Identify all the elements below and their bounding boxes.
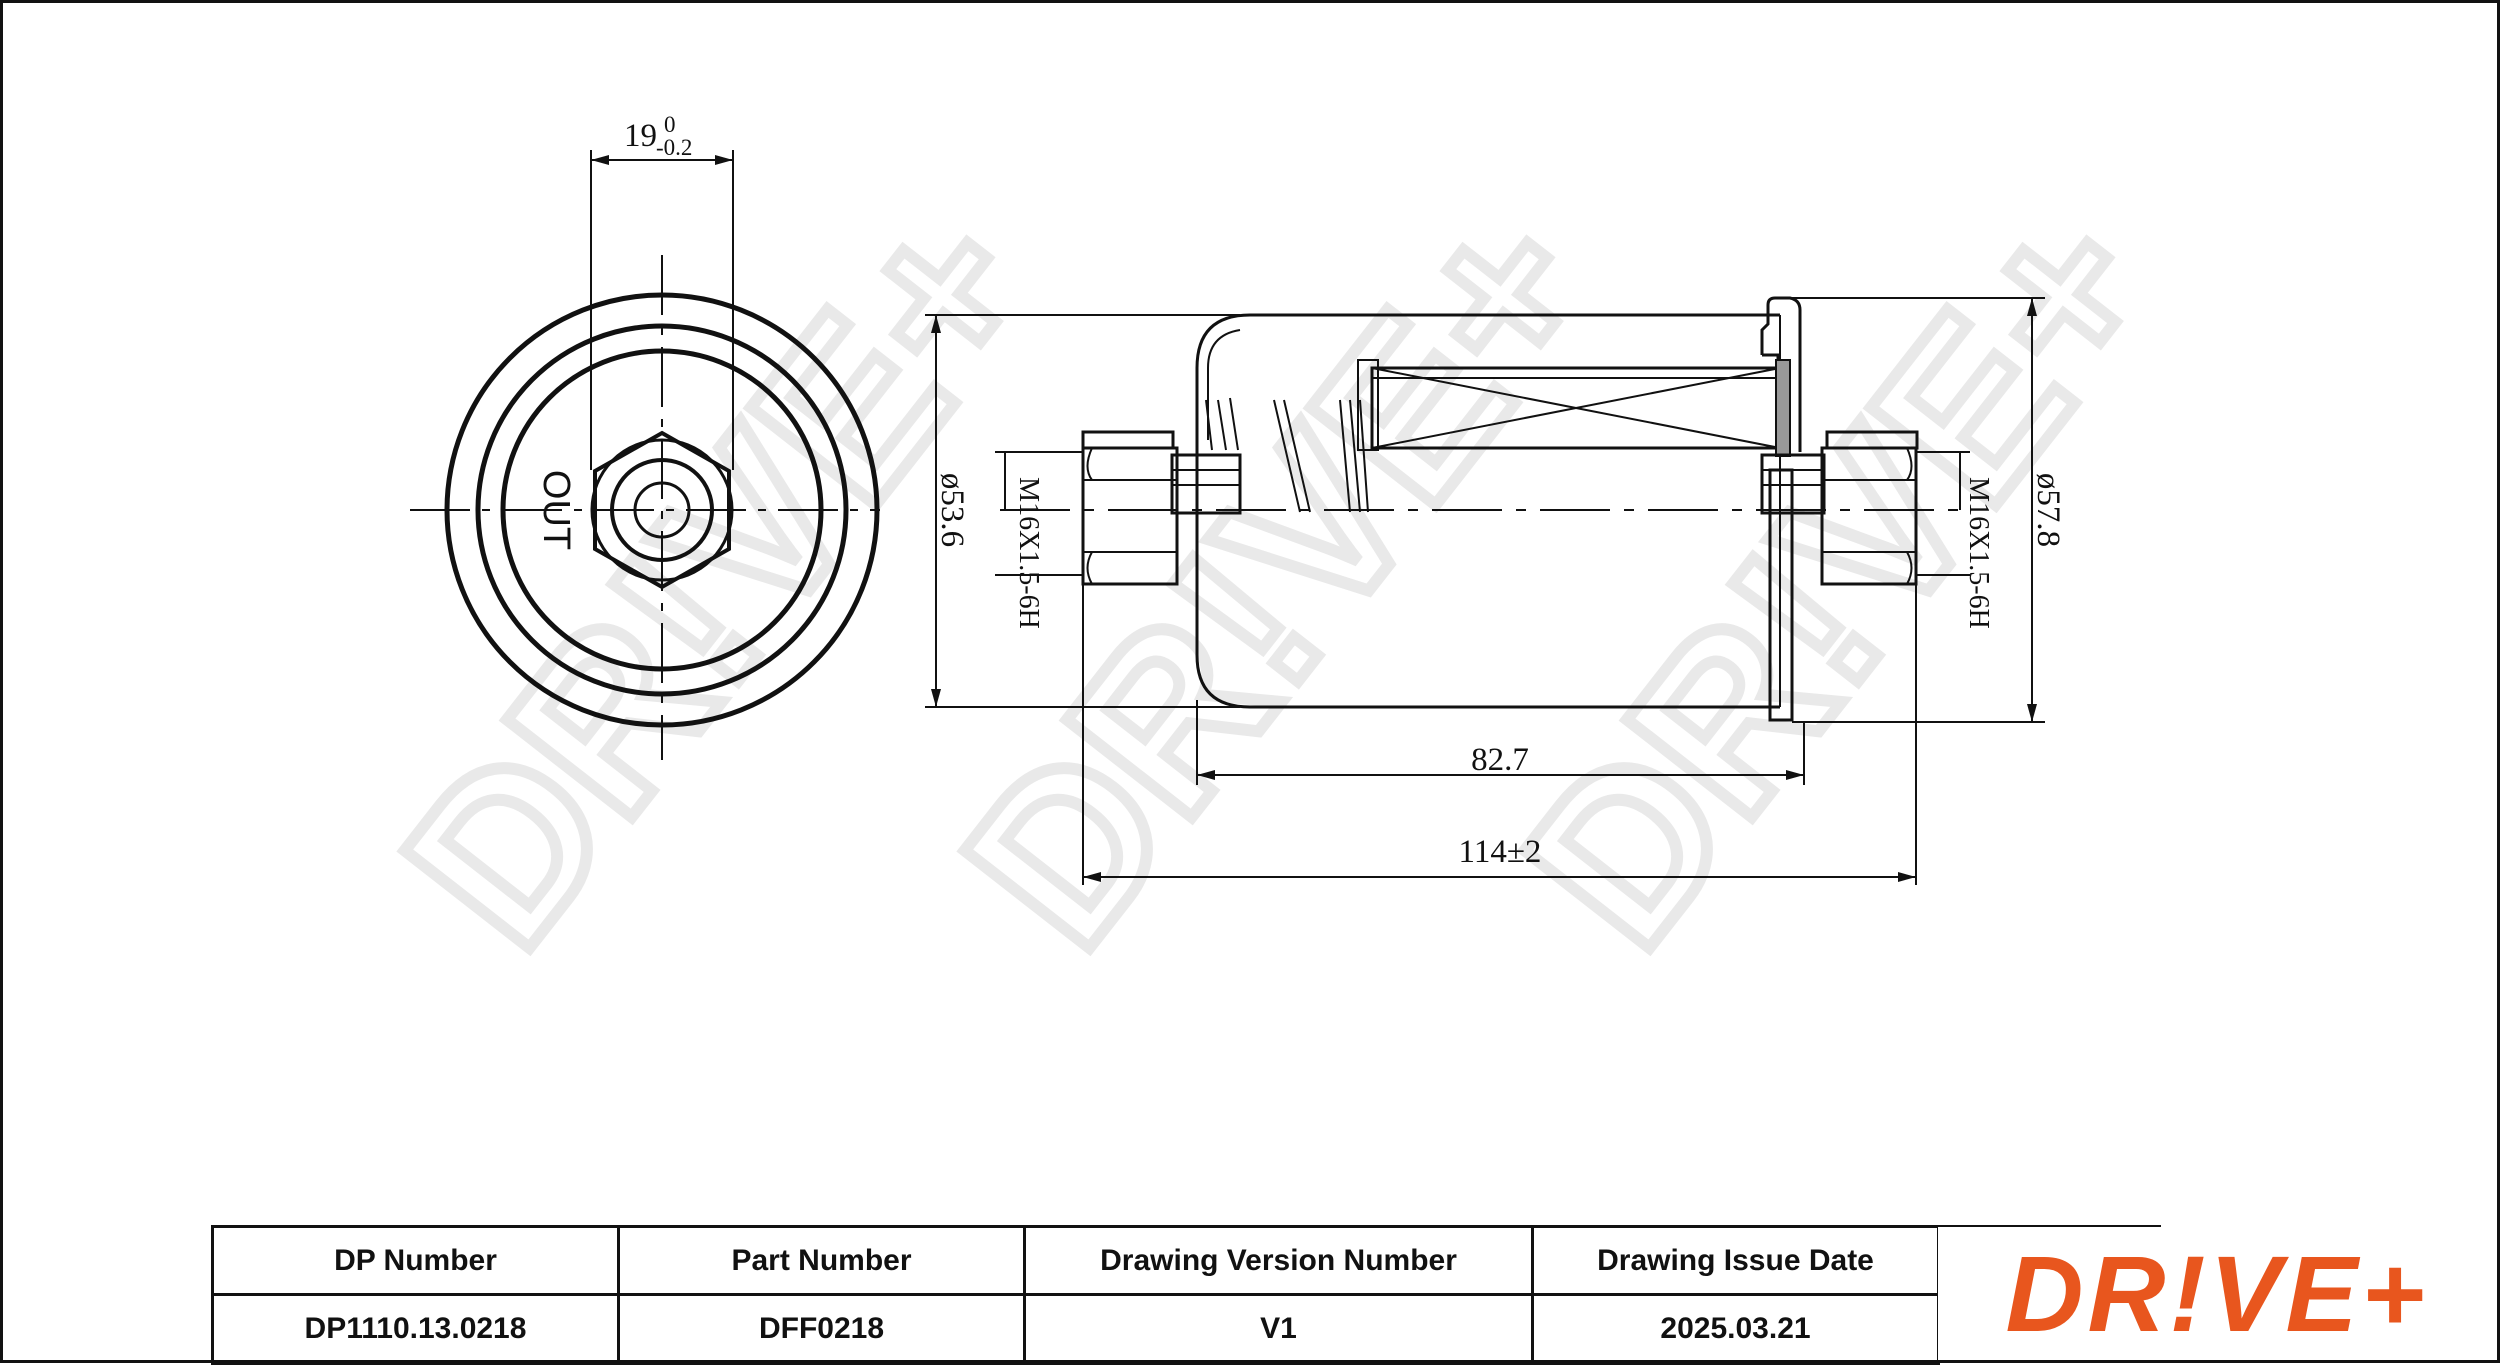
header-drawing-version: Drawing Version Number [1023, 1225, 1534, 1296]
watermark-group: DR!VE+ DR!VE+ DR!VE+ [350, 156, 2208, 996]
value-part-number: DFF0218 [617, 1293, 1026, 1365]
brand-logo-text: DR!VE+ [2005, 1232, 2429, 1354]
header-part-number: Part Number [617, 1225, 1026, 1296]
end-view [410, 150, 880, 760]
dim-hex-width: 19 [624, 118, 657, 154]
value-issue-date: 2025.03.21 [1531, 1293, 1940, 1365]
dim-overall-length: 114±2 [1459, 834, 1542, 870]
dim-hex-tol-lower: -0.2 [656, 135, 692, 160]
header-issue-date: Drawing Issue Date [1531, 1225, 1940, 1296]
out-label: OUT [535, 470, 577, 550]
value-drawing-version: V1 [1023, 1293, 1534, 1365]
dim-diameter-57: ø57.8 [2030, 473, 2066, 547]
dim-thread-right: M16X1.5-6H [1963, 477, 1994, 629]
side-view [925, 296, 2045, 885]
header-dp-number: DP Number [211, 1225, 620, 1296]
dim-body-length: 82.7 [1471, 742, 1529, 778]
brand-logo: DR!VE+ [1938, 1227, 2496, 1360]
dim-diameter-53: ø53.6 [934, 473, 970, 547]
title-block: DP Number Part Number Drawing Version Nu… [211, 1225, 2161, 1365]
value-dp-number: DP1110.13.0218 [211, 1293, 620, 1365]
dim-hex-tol-upper: 0 [664, 112, 676, 137]
dim-thread-left: M16X1.5-6H [1013, 477, 1044, 629]
